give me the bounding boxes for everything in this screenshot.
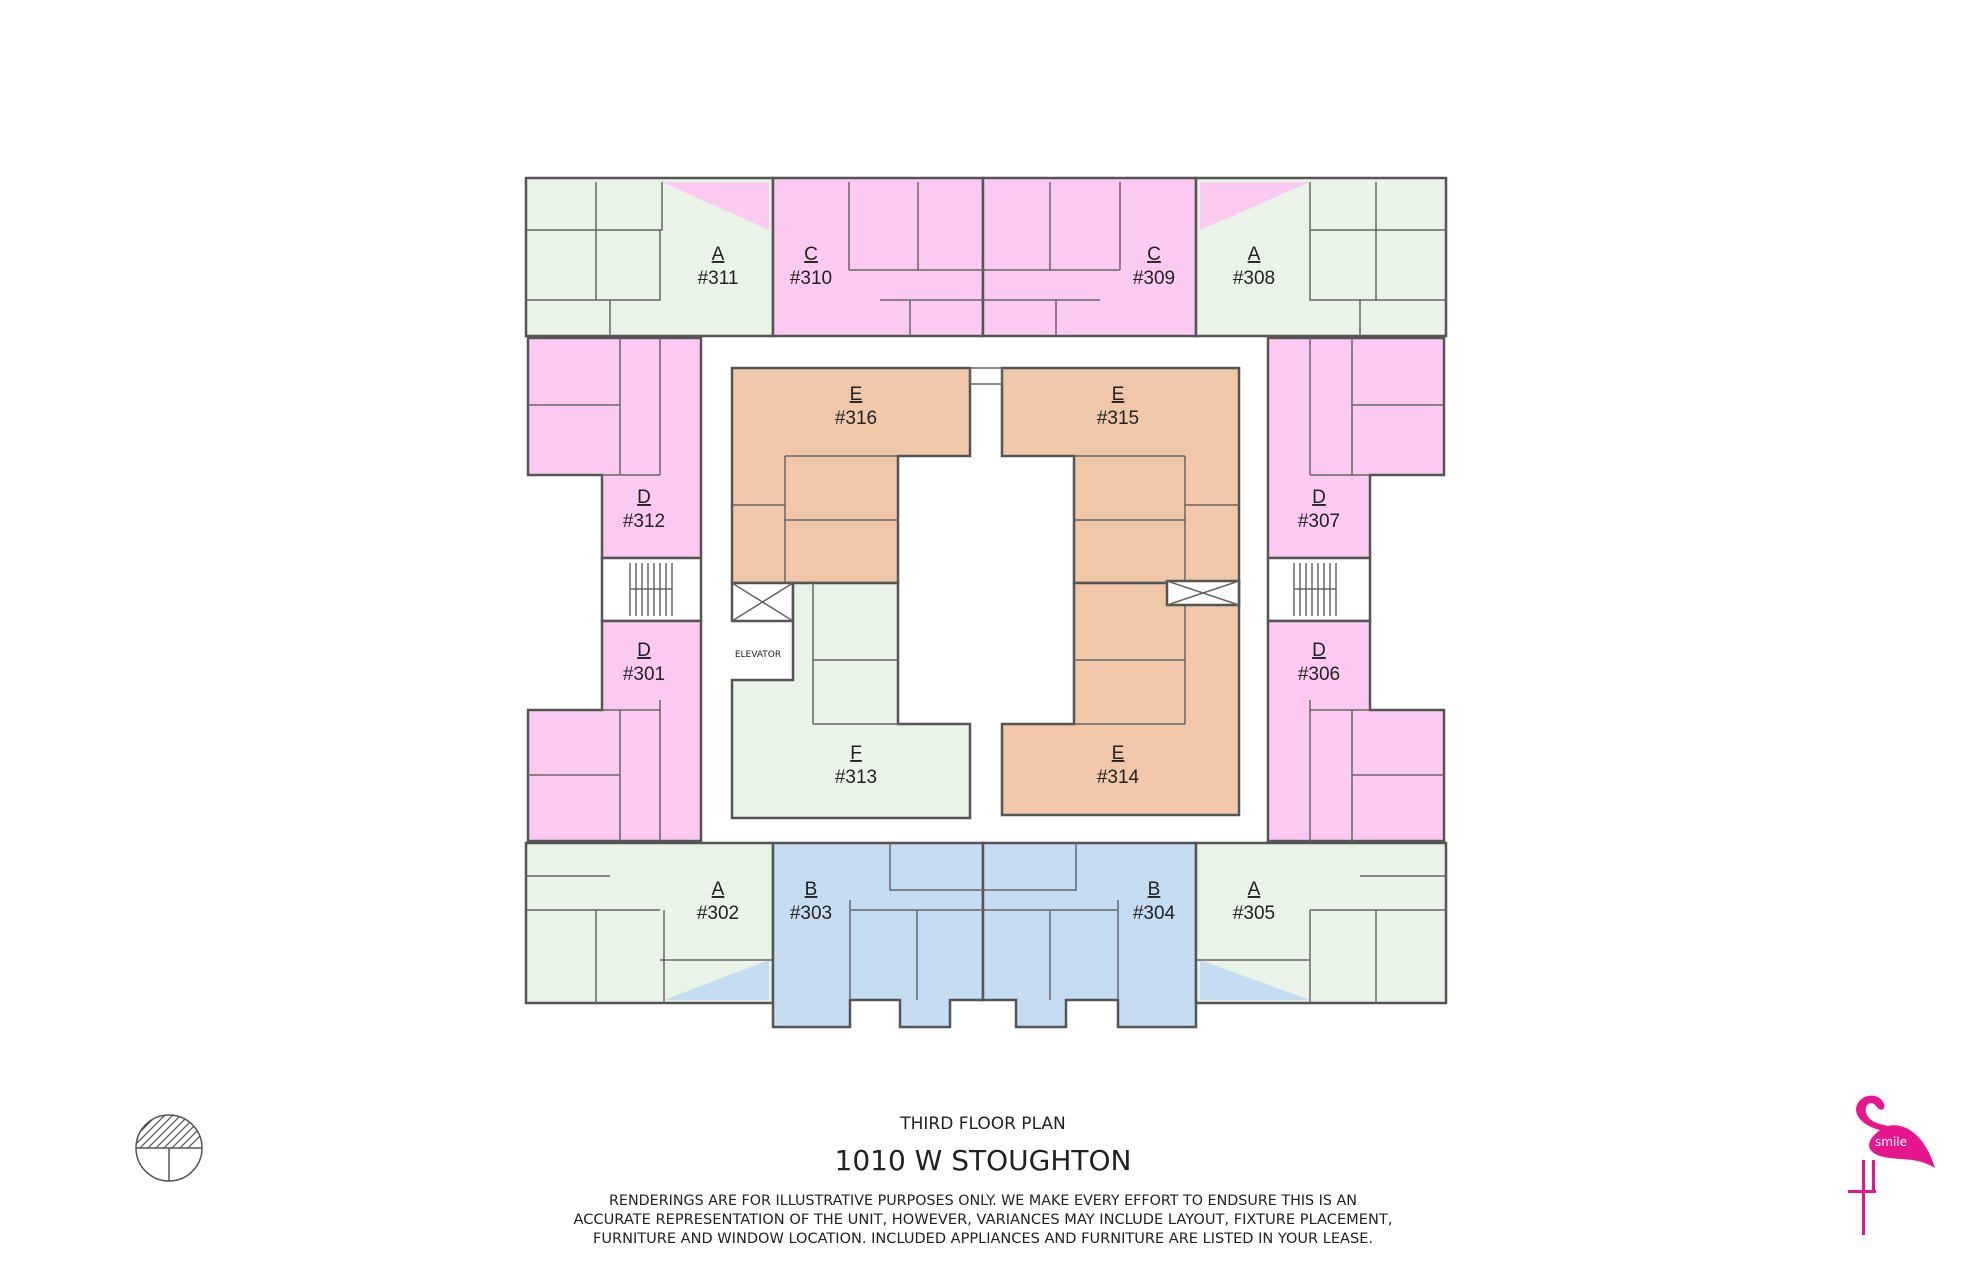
unit-307[interactable]: D #307 (1266, 336, 1446, 560)
disclaimer-line-3: FURNITURE AND WINDOW LOCATION. INCLUDED … (593, 1231, 1373, 1247)
unit-314[interactable]: E #314 (1000, 581, 1241, 817)
unit-type-label: E (850, 384, 863, 405)
unit-number-label: #314 (1097, 767, 1140, 788)
disclaimer-line-2: ACCURATE REPRESENTATION OF THE UNIT, HOW… (574, 1212, 1393, 1228)
unit-312[interactable]: D #312 (526, 336, 703, 560)
unit-type-label: B (1148, 879, 1161, 900)
unit-313[interactable]: F #313 (730, 581, 972, 820)
unit-type-label: E (1112, 743, 1125, 764)
floor-subtitle: THIRD FLOOR PLAN (899, 1114, 1066, 1134)
unit-302[interactable]: A #302 (524, 841, 775, 1005)
unit-309[interactable]: C #309 (981, 176, 1198, 338)
flamingo-logo: smile (1848, 1095, 1935, 1235)
unit-type-label: D (637, 640, 651, 661)
unit-316[interactable]: E #316 (730, 366, 972, 585)
unit-number-label: #309 (1133, 268, 1175, 289)
unit-type-label: C (1147, 244, 1161, 265)
unit-number-label: #306 (1298, 664, 1340, 685)
unit-type-label: A (712, 244, 725, 265)
unit-number-label: #307 (1298, 511, 1340, 532)
unit-type-label: D (1312, 640, 1326, 661)
logo-text: smile (1875, 1135, 1907, 1149)
unit-number-label: #315 (1097, 408, 1139, 429)
elevator-east (1165, 579, 1241, 607)
unit-number-label: #312 (623, 511, 665, 532)
unit-number-label: #310 (790, 268, 832, 289)
unit-number-label: #316 (835, 408, 877, 429)
unit-type-label: A (712, 879, 725, 900)
unit-type-label: A (1248, 879, 1261, 900)
unit-305[interactable]: A #305 (1194, 841, 1448, 1005)
unit-304[interactable]: B #304 (981, 841, 1198, 1029)
unit-number-label: #303 (790, 903, 832, 924)
unit-311[interactable]: A #311 (524, 176, 775, 338)
unit-number-label: #305 (1233, 903, 1275, 924)
unit-number-label: #311 (698, 268, 739, 289)
unit-type-label: C (804, 244, 818, 265)
elevator-label: ELEVATOR (735, 650, 781, 660)
unit-number-label: #301 (623, 664, 665, 685)
unit-type-label: E (1112, 384, 1125, 405)
unit-310[interactable]: C #310 (771, 176, 985, 338)
unit-type-label: B (805, 879, 818, 900)
unit-number-label: #313 (835, 767, 877, 788)
unit-301[interactable]: D #301 (526, 619, 703, 843)
bridge (969, 367, 1003, 385)
north-arrow-icon (135, 1114, 203, 1182)
unit-type-label: F (850, 743, 862, 764)
building-title: 1010 W STOUGHTON (835, 1144, 1132, 1177)
elevator-west: ELEVATOR (730, 581, 795, 660)
unit-number-label: #302 (697, 903, 739, 924)
stairwell-west (600, 556, 703, 623)
unit-315[interactable]: E #315 (1000, 366, 1241, 585)
stairwell-east (1266, 556, 1372, 623)
unit-type-label: D (1312, 487, 1326, 508)
unit-number-label: #304 (1133, 903, 1176, 924)
unit-308[interactable]: A #308 (1194, 176, 1448, 338)
disclaimer-line-1: RENDERINGS ARE FOR ILLUSTRATIVE PURPOSES… (609, 1193, 1357, 1209)
unit-306[interactable]: D #306 (1266, 619, 1446, 843)
unit-type-label: A (1248, 244, 1261, 265)
unit-303[interactable]: B #303 (771, 841, 985, 1029)
unit-number-label: #308 (1233, 268, 1275, 289)
unit-type-label: D (637, 487, 651, 508)
